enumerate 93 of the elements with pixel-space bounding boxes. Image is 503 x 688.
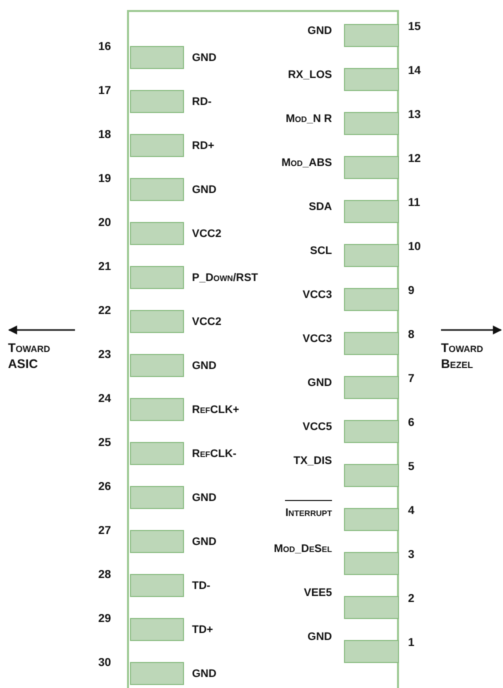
signal-name: GND — [308, 25, 332, 38]
signal-name: VCC2 — [192, 228, 222, 241]
contact-pad — [344, 332, 399, 355]
pin-number: 16 — [98, 41, 111, 54]
pin-number: 6 — [408, 417, 414, 430]
pin-number: 9 — [408, 285, 414, 298]
pin-number: 22 — [98, 305, 111, 318]
contact-pad — [344, 24, 399, 47]
signal-name: RefCLK+ — [192, 404, 240, 417]
contact-pad — [130, 354, 184, 377]
pin-number: 11 — [408, 197, 420, 210]
pin-number: 1 — [408, 637, 414, 650]
contact-pad — [130, 574, 184, 597]
pin-number: 13 — [408, 109, 421, 122]
contact-pad — [130, 486, 184, 509]
contact-pad — [130, 530, 184, 553]
signal-name: GND — [192, 184, 216, 197]
pin-number: 28 — [98, 569, 111, 582]
signal-name: RD- — [192, 96, 212, 109]
signal-name: VCC3 — [302, 289, 332, 302]
contact-pad — [130, 310, 184, 333]
contact-pad — [344, 68, 399, 91]
signal-name: Mod_N R — [286, 113, 332, 126]
pin-number: 26 — [98, 481, 111, 494]
signal-name: GND — [192, 492, 216, 505]
signal-name: Mod_ABS — [281, 157, 332, 170]
signal-name: VCC5 — [302, 421, 332, 434]
signal-name: GND — [308, 377, 332, 390]
signal-name: VCC3 — [302, 333, 332, 346]
contact-pad — [130, 46, 184, 69]
contact-pad — [344, 376, 399, 399]
contact-pad — [130, 90, 184, 113]
direction-label: Toward Bezel — [441, 340, 484, 372]
pin-number: 17 — [98, 85, 111, 98]
pin-number: 8 — [408, 329, 414, 342]
contact-pad — [344, 420, 399, 443]
signal-name: TD- — [192, 580, 210, 593]
contact-pad — [344, 640, 399, 663]
signal-name: RefCLK- — [192, 448, 236, 461]
signal-name: GND — [308, 631, 332, 644]
contact-pad — [344, 288, 399, 311]
pin-number: 14 — [408, 65, 421, 78]
pin-number: 25 — [98, 437, 111, 450]
pin-number: 20 — [98, 217, 111, 230]
pin-number: 10 — [408, 241, 421, 254]
signal-name: VEE5 — [304, 587, 332, 600]
contact-pad — [344, 464, 399, 487]
contact-pad — [130, 266, 184, 289]
signal-name: RD+ — [192, 140, 214, 153]
pin-number: 2 — [408, 593, 414, 606]
pin-number: 29 — [98, 613, 111, 626]
pin-number: 5 — [408, 461, 414, 474]
contact-pad — [344, 112, 399, 135]
signal-name: GND — [192, 52, 216, 65]
contact-pad — [344, 244, 399, 267]
contact-pad — [344, 552, 399, 575]
signal-name: TX_DIS — [293, 455, 332, 468]
contact-pad — [130, 618, 184, 641]
pin-number: 4 — [408, 505, 414, 518]
contact-pad — [130, 178, 184, 201]
pin-number: 19 — [98, 173, 111, 186]
contact-pad — [344, 156, 399, 179]
pin-number: 27 — [98, 525, 111, 538]
pin-number: 7 — [408, 373, 414, 386]
signal-name: GND — [192, 360, 216, 373]
signal-name: Mod_DeSel — [274, 543, 332, 556]
contact-pad — [344, 508, 399, 531]
contact-pad — [130, 222, 184, 245]
signal-name: TD+ — [192, 624, 214, 637]
contact-pad — [344, 596, 399, 619]
pin-number: 24 — [98, 393, 111, 406]
pin-number: 30 — [98, 657, 111, 670]
signal-name: VCC2 — [192, 316, 222, 329]
signal-name: SDA — [308, 201, 332, 214]
pin-number: 12 — [408, 153, 421, 166]
signal-name: Interrupt — [285, 500, 332, 520]
signal-name: GND — [192, 668, 216, 681]
pin-number: 21 — [98, 261, 111, 274]
contact-pad — [130, 662, 184, 685]
pin-number: 15 — [408, 21, 421, 34]
contact-pad — [130, 134, 184, 157]
pin-number: 3 — [408, 549, 414, 562]
direction-label: Toward ASIC — [8, 340, 52, 372]
pin-number: 23 — [98, 349, 111, 362]
signal-name: RX_LOS — [288, 69, 332, 82]
signal-name: SCL — [310, 245, 332, 258]
signal-name: GND — [192, 536, 216, 549]
connector-outline — [127, 10, 399, 688]
pin-number: 18 — [98, 129, 111, 142]
contact-pad — [130, 442, 184, 465]
contact-pad — [130, 398, 184, 421]
contact-pad — [344, 200, 399, 223]
signal-name: P_Down/RST — [192, 272, 258, 285]
